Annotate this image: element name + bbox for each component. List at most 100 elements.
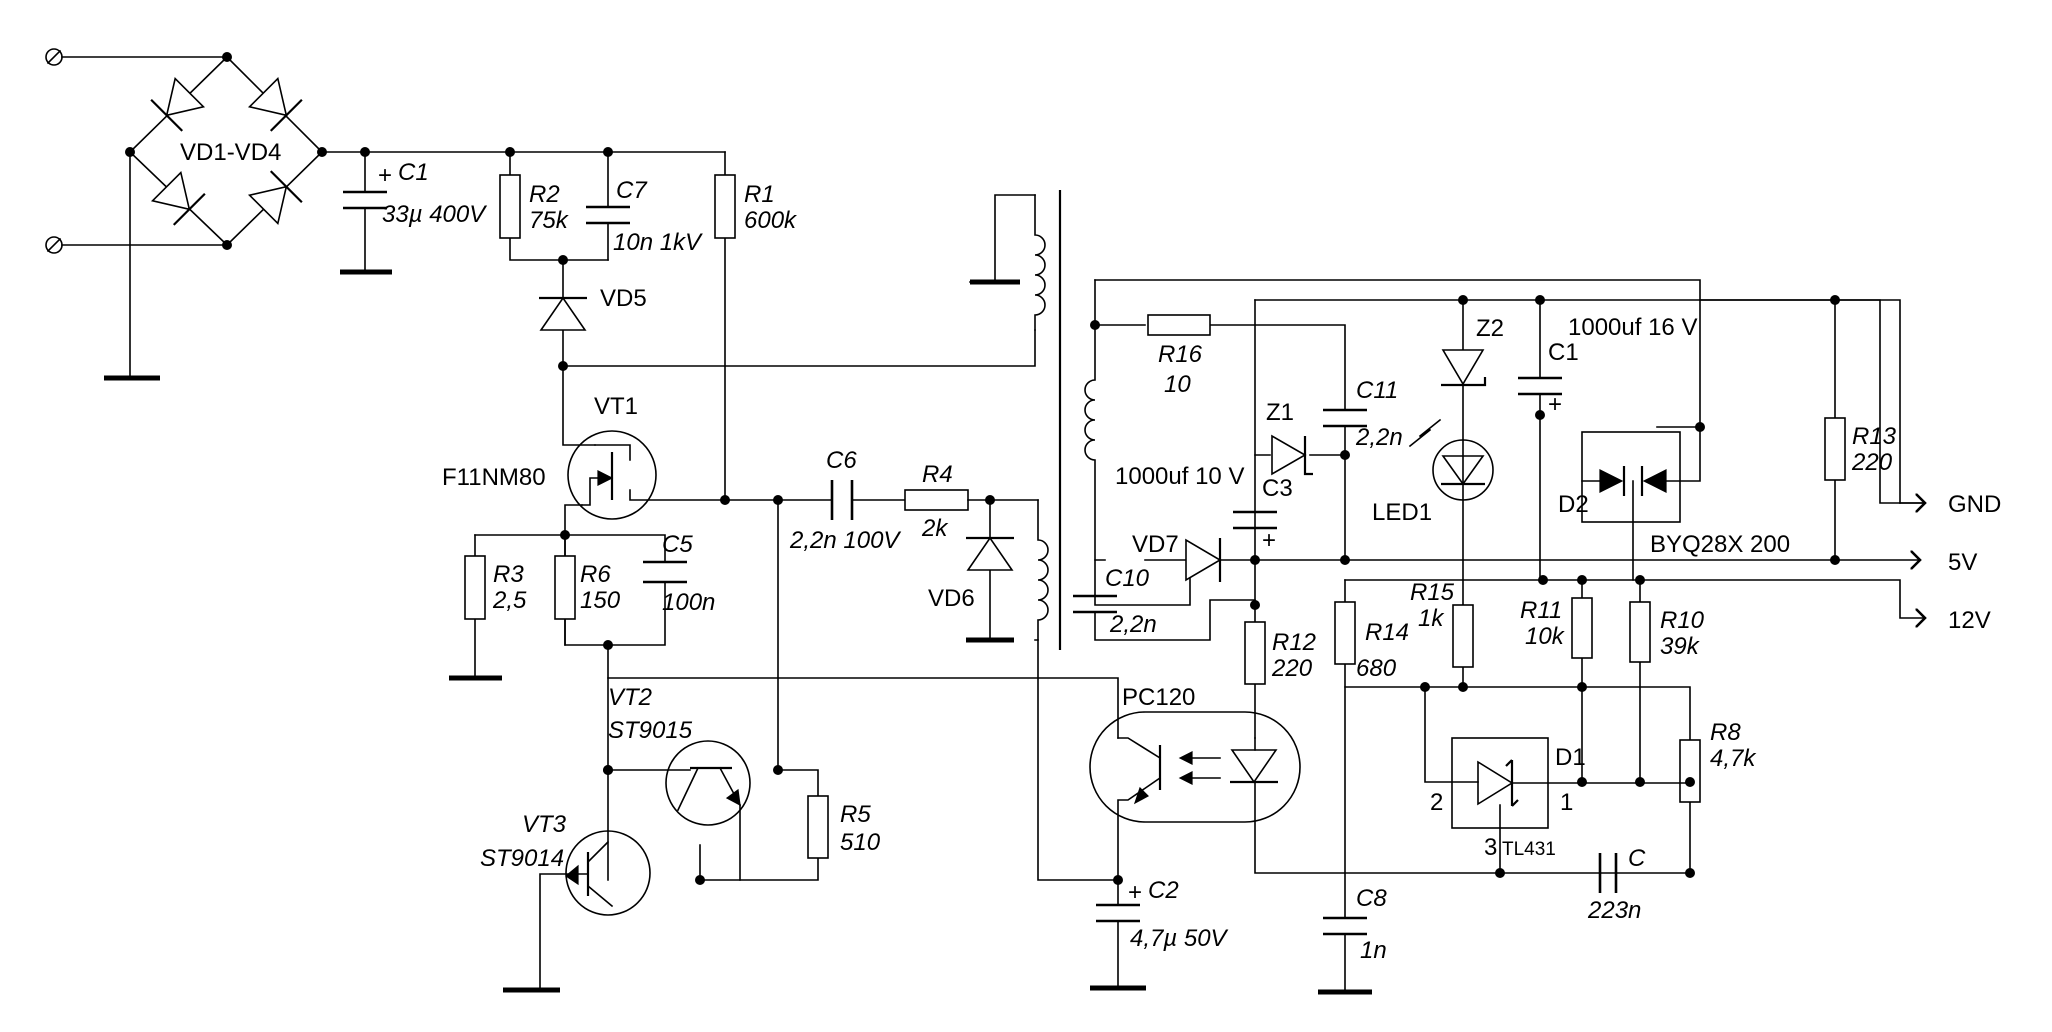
r16-value: 10 <box>1164 371 1191 398</box>
ac-input <box>45 48 228 254</box>
resistor-r3: R3 2,5 <box>449 555 527 681</box>
capacitor-c1-secondary: C1 1000uf 16 V + <box>1518 295 1697 581</box>
r14-value: 680 <box>1356 655 1397 682</box>
c3-value: 1000uf 10 V <box>1115 463 1244 490</box>
diode-vd5: VD5 <box>539 255 647 367</box>
resistor-r13: R13 220 <box>1824 299 1897 561</box>
c-ref: C <box>1628 845 1646 872</box>
c6-value: 2,2n 100V <box>789 527 901 554</box>
r4-value: 2k <box>921 515 949 542</box>
c1b-value: 1000uf 16 V <box>1568 314 1697 341</box>
capacitor-c5: C5 100n <box>643 531 715 616</box>
capacitor-c1: + C1 33µ 400V <box>340 151 487 275</box>
c2-ref: C2 <box>1148 877 1179 904</box>
c11-ref: C11 <box>1356 377 1398 404</box>
capacitor-c11: C11 2,2n <box>1323 377 1403 561</box>
c5-ref: C5 <box>662 531 693 558</box>
r6-ref: R6 <box>580 561 611 588</box>
diode-vd6: VD6 <box>928 495 1014 643</box>
vt1-label: VT1 <box>594 393 638 420</box>
vt3-label: VT3 <box>522 811 567 838</box>
c1b-plus: + <box>1548 391 1562 418</box>
vt1-part: F11NM80 <box>442 464 546 491</box>
r5-ref: R5 <box>840 801 871 828</box>
r5-value: 510 <box>840 829 881 856</box>
zener-z1: Z1 <box>1254 299 1346 561</box>
r8-value: 4,7k <box>1710 745 1757 772</box>
bridge-rectifier-vd1-vd4: VD1-VD4 <box>104 52 327 381</box>
r2-ref: R2 <box>529 181 560 208</box>
transistor-vt2: VT2 ST9015 <box>607 684 751 826</box>
r1-value: 600k <box>744 207 798 234</box>
c8-ref: C8 <box>1356 885 1387 912</box>
led1: LED1 <box>1372 418 1494 606</box>
r8-ref: R8 <box>1710 719 1741 746</box>
r10-value: 39k <box>1660 633 1701 660</box>
r15-value: 1k <box>1418 605 1445 632</box>
c7-value: 10n 1kV <box>613 229 703 256</box>
resistor-r14: R14 680 C8 1n <box>1318 579 1409 995</box>
c3-ref: C3 <box>1262 475 1293 502</box>
r15-ref: R15 <box>1410 579 1455 606</box>
vd1-vd4-label: VD1-VD4 <box>180 139 281 166</box>
d2-label: D2 <box>1558 491 1589 518</box>
r14-ref: R14 <box>1365 619 1409 646</box>
r3-ref: R3 <box>493 561 524 588</box>
resistor-r5: R5 510 <box>807 795 881 859</box>
pin2-label: 2 <box>1430 789 1443 816</box>
diode-vd7: VD7 <box>1132 531 1256 582</box>
capacitor-c10: C10 2,2n <box>1073 565 1256 641</box>
c6-ref: C6 <box>826 447 857 474</box>
r12-value: 220 <box>1271 655 1313 682</box>
vd5-label: VD5 <box>600 285 647 312</box>
c1b-ref: C1 <box>1548 339 1579 366</box>
output-gnd-label: GND <box>1948 491 2001 518</box>
c2-plus: + <box>1128 879 1142 906</box>
r10-ref: R10 <box>1660 607 1705 634</box>
r13-value: 220 <box>1851 449 1893 476</box>
c3-plus: + <box>1262 527 1276 554</box>
r6-value: 150 <box>580 587 621 614</box>
resistor-r2: R2 75k <box>499 151 609 261</box>
z1-label: Z1 <box>1266 399 1294 426</box>
c8-value: 1n <box>1360 937 1387 964</box>
c1-plus: + <box>378 162 392 189</box>
r11-value: 10k <box>1525 623 1566 650</box>
vd6-label: VD6 <box>928 585 975 612</box>
z2-label: Z2 <box>1476 315 1504 342</box>
c10-value: 2,2n <box>1109 611 1157 638</box>
r12-ref: R12 <box>1272 629 1316 656</box>
r11-ref: R11 <box>1520 597 1562 624</box>
c1-value: 33µ 400V <box>382 201 487 228</box>
c11-value: 2,2n <box>1355 424 1403 451</box>
r16-ref: R16 <box>1158 341 1203 368</box>
c2-value: 4,7µ 50V <box>1130 925 1229 952</box>
r4-ref: R4 <box>922 461 953 488</box>
optocoupler-pc120: PC120 <box>1089 684 1691 881</box>
transformer <box>969 190 1119 881</box>
r13-ref: R13 <box>1852 423 1897 450</box>
pc120-label: PC120 <box>1122 684 1195 711</box>
resistor-r8: R8 4,7k <box>1679 719 1757 803</box>
c7-ref: C7 <box>616 177 648 204</box>
pin1-label: 1 <box>1560 789 1573 816</box>
c1-ref: C1 <box>398 159 429 186</box>
resistor-r10: R10 39k <box>1629 579 1705 783</box>
c10-ref: C10 <box>1105 565 1150 592</box>
resistor-r6: R6 150 <box>554 534 621 646</box>
vt2-label: VT2 <box>608 684 652 711</box>
diode-d2: D2 BYQ28X 200 <box>1558 422 1790 581</box>
vt2-part: ST9015 <box>608 717 693 744</box>
tl431-label: TL431 <box>1502 839 1556 860</box>
led1-label: LED1 <box>1372 499 1432 526</box>
resistor-r11: R11 10k <box>1520 579 1593 783</box>
vt3-part: ST9014 <box>480 845 564 872</box>
capacitor-c2: + C2 4,7µ 50V <box>1090 875 1229 991</box>
resistor-r12: R12 220 <box>1244 559 1316 739</box>
c5-value: 100n <box>662 589 715 616</box>
resistor-r1: R1 600k <box>714 151 798 501</box>
r2-value: 75k <box>529 207 570 234</box>
pin3-label: 3 <box>1484 834 1497 861</box>
shunt-regulator-d1-tl431: D1 2 1 3 TL431 <box>1424 686 1695 878</box>
